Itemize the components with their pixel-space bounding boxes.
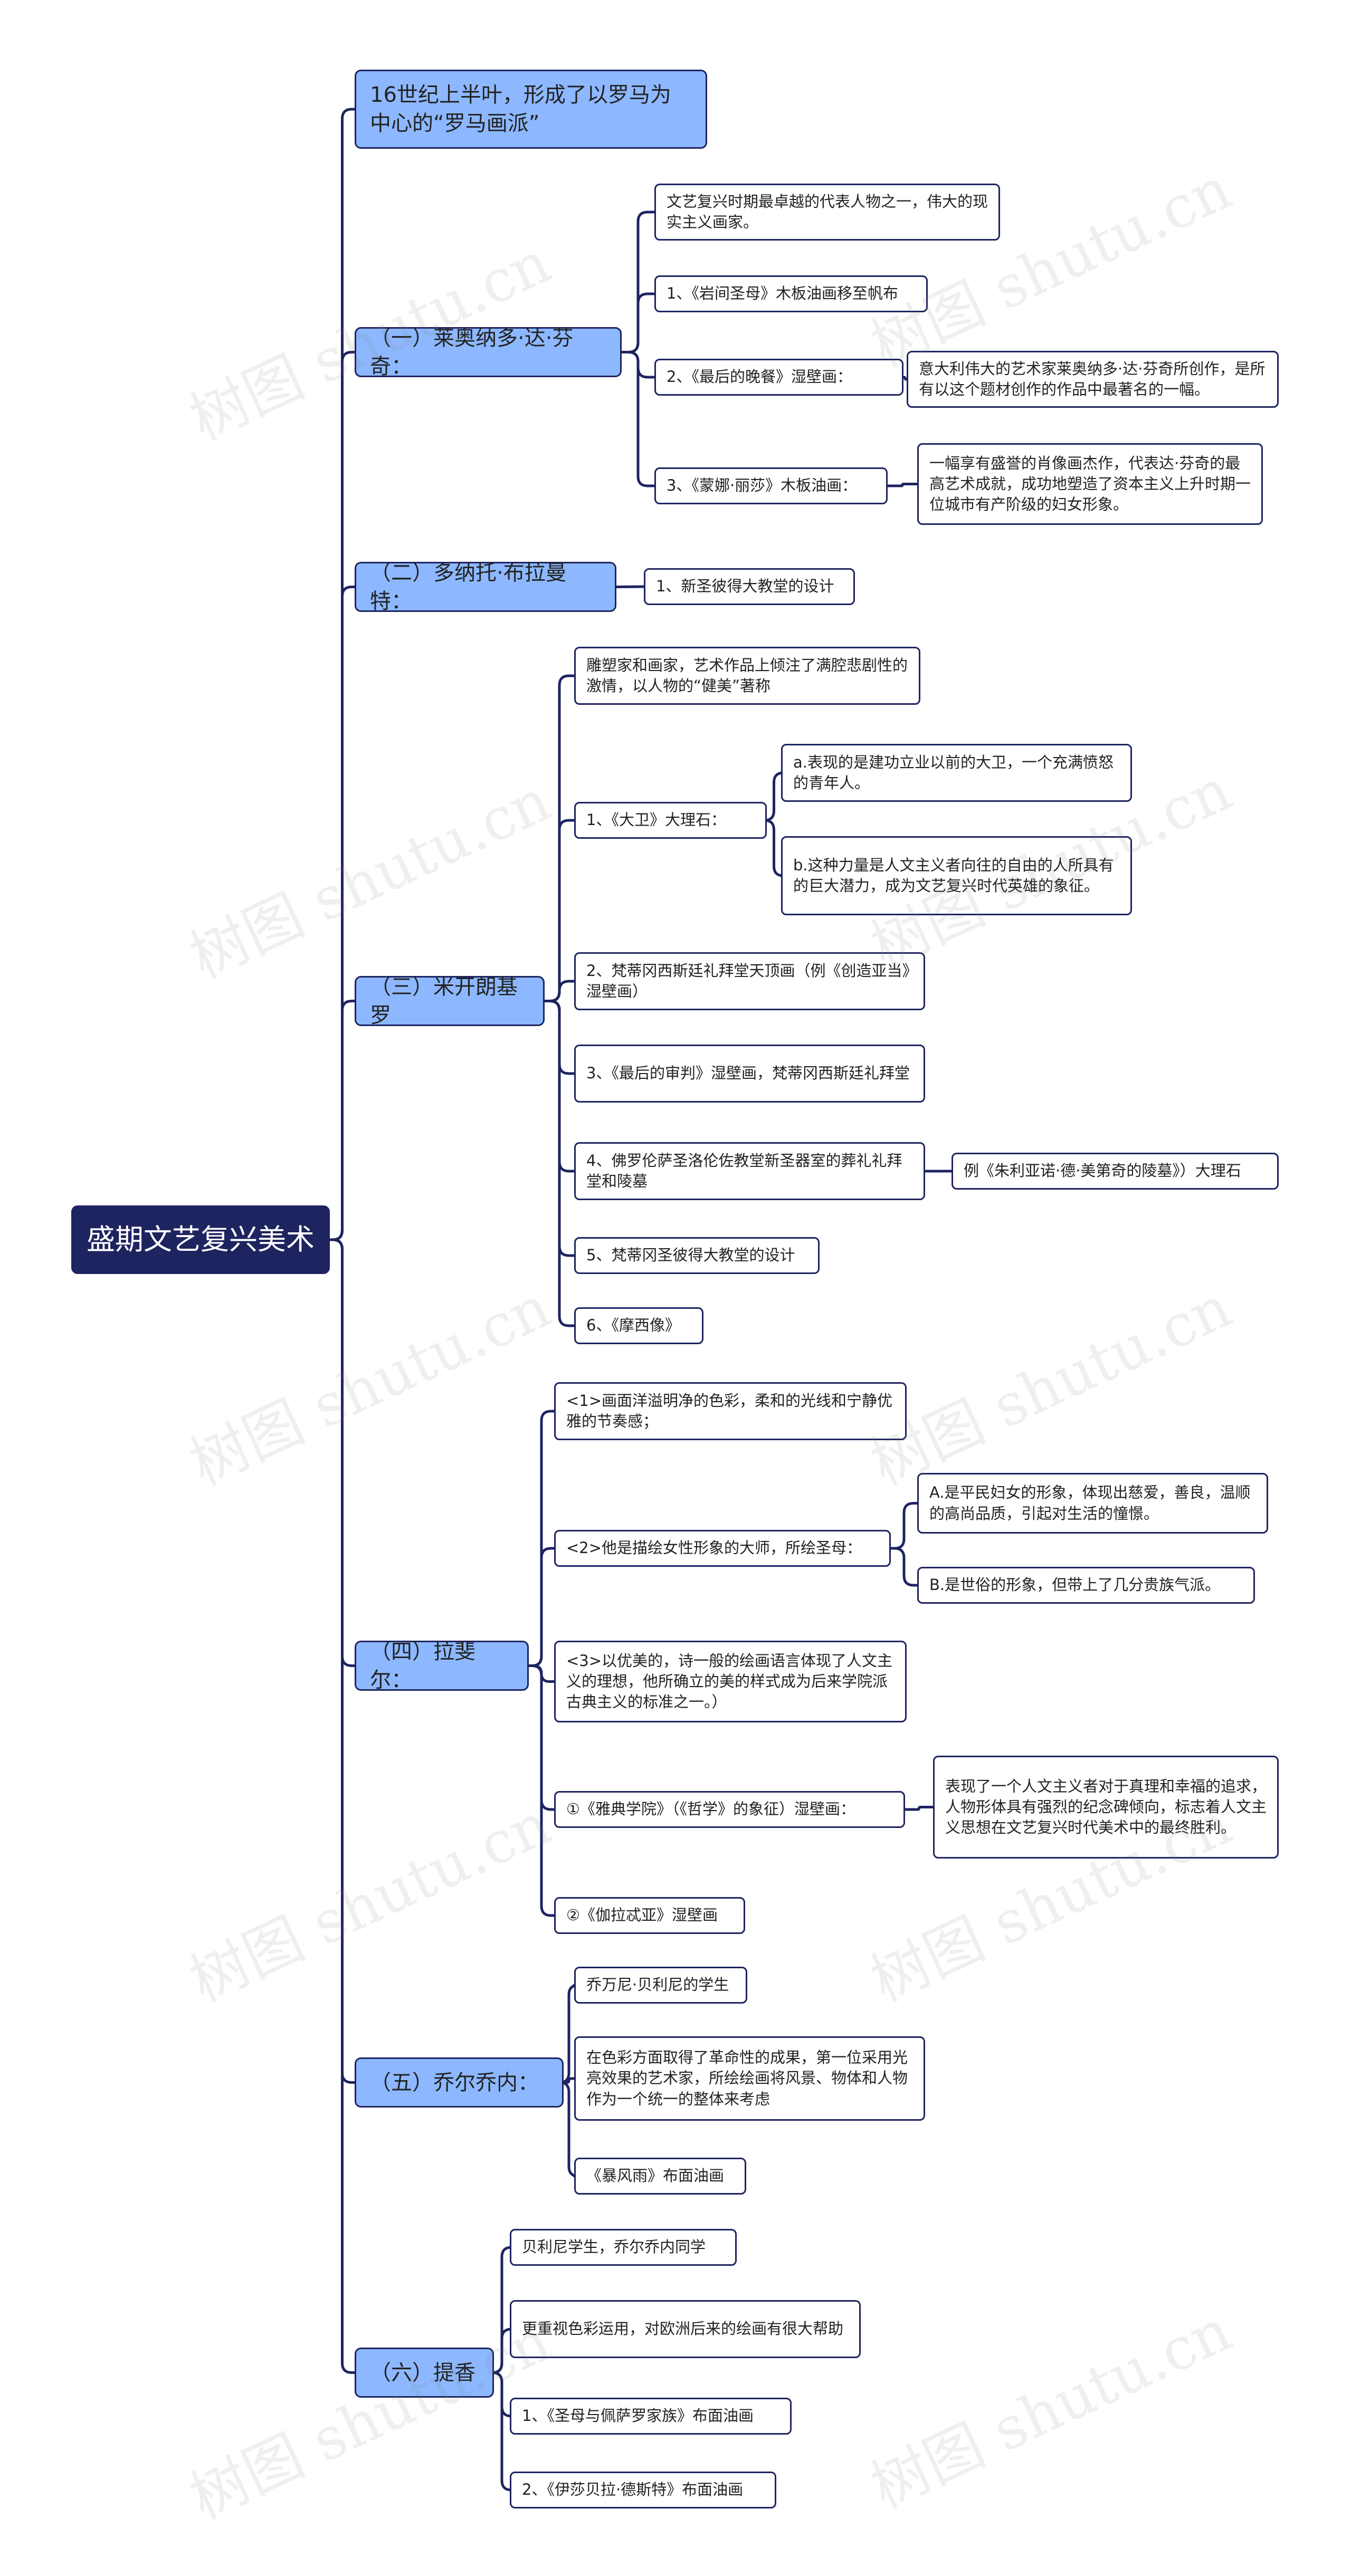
node-titian-teacher[interactable]: 贝利尼学生，乔尔乔内同学 <box>510 2229 737 2266</box>
node-mona-lisa-desc[interactable]: 一幅享有盛誉的肖像画杰作，代表达·芬奇的最高艺术成就，成功地塑造了资本主义上升时… <box>917 443 1263 525</box>
connector-line <box>902 376 908 381</box>
node-last-supper[interactable]: 2、《最后的晚餐》湿壁画： <box>654 359 903 396</box>
node-isabella-deste[interactable]: 2、《伊莎贝拉·德斯特》布面油画 <box>510 2472 776 2508</box>
node-sistine-ceiling[interactable]: 2、梵蒂冈西斯廷礼拜堂天顶画（例《创造亚当》湿壁画） <box>574 952 925 1010</box>
connector-line <box>527 1664 556 1917</box>
connector-line <box>889 1502 919 1550</box>
connector-line <box>527 1547 556 1667</box>
node-michelangelo-intro[interactable]: 雕塑家和画家，艺术作品上倾注了满腔悲剧性的激情，以人物的“健美”著称 <box>574 647 920 705</box>
node-david[interactable]: 1、《大卫》大理石： <box>574 802 767 839</box>
node-raphael-madonna[interactable]: <2>他是描绘女性形象的大师，所绘圣母： <box>554 1530 891 1567</box>
branch-giorgione[interactable]: （五）乔尔乔内： <box>355 2057 564 2108</box>
branch-raphael[interactable]: （四）拉斐尔： <box>355 1640 529 1692</box>
node-titian-color[interactable]: 更重视色彩运用，对欧洲后来的绘画有很大帮助 <box>510 2300 861 2358</box>
node-galatea[interactable]: ②《伽拉忒亚》湿壁画 <box>554 1897 745 1934</box>
node-raphael-colors[interactable]: <1>画面洋溢明净的色彩，柔和的光线和宁静优雅的节奏感； <box>554 1382 907 1440</box>
connector-line <box>620 292 656 353</box>
node-virgin-of-the-rocks[interactable]: 1、《岩间圣母》木板油画移至帆布 <box>654 275 928 312</box>
node-david-b[interactable]: b.这种力量是人文主义者向往的自由的人所具有的巨大潜力，成为文艺复兴时代英雄的象… <box>781 836 1132 915</box>
node-medici-tomb[interactable]: 例《朱利亚诺·德·美第奇的陵墓》）大理石 <box>952 1153 1279 1190</box>
node-david-a[interactable]: a.表现的是建功立业以前的大卫，一个充满愤怒的青年人。 <box>781 744 1132 802</box>
node-pesaro-madonna[interactable]: 1、《圣母与佩萨罗家族》布面油画 <box>510 2398 792 2435</box>
node-bellini-student[interactable]: 乔万尼·贝利尼的学生 <box>574 1967 747 2004</box>
branch-bramante[interactable]: （二）多纳托·布拉曼特： <box>355 561 616 614</box>
connector-line <box>620 351 656 487</box>
node-last-supper-desc[interactable]: 意大利伟大的艺术家莱奥纳多·达·芬奇所创作，是所有以这个题材创作的作品中最著名的… <box>907 351 1279 408</box>
connector-line <box>889 1547 919 1587</box>
node-tempest[interactable]: 《暴风雨》布面油画 <box>574 2158 746 2195</box>
node-color-revolution[interactable]: 在色彩方面取得了革命性的成果，第一位采用光亮效果的艺术家，所绘绘画将风景、物体和… <box>574 2036 925 2121</box>
connector-line <box>543 819 576 1002</box>
root-topic[interactable]: 盛期文艺复兴美术 <box>71 1205 330 1274</box>
branch-rome-school[interactable]: 16世纪上半叶，形成了以罗马为中心的“罗马画派” <box>355 70 707 149</box>
node-madonna-b[interactable]: B.是世俗的形象，但带上了几分贵族气派。 <box>917 1567 1255 1604</box>
connector-line <box>492 2328 512 2374</box>
connector-line <box>328 1000 356 1241</box>
node-medici-chapel[interactable]: 4、佛罗伦萨圣洛伦佐教堂新圣器室的葬礼礼拜堂和陵墓 <box>574 1142 925 1200</box>
node-moses[interactable]: 6、《摩西像》 <box>574 1307 703 1344</box>
node-last-judgment[interactable]: 3、《最后的审判》湿壁画，梵蒂冈西斯廷礼拜堂 <box>574 1045 925 1103</box>
connector-line <box>764 819 784 877</box>
node-raphael-ideal[interactable]: <3>以优美的，诗一般的绘画语言体现了人文主义的理想，他所确立的美的样式成为后来… <box>554 1641 907 1722</box>
node-st-peters-michelangelo[interactable]: 5、梵蒂冈圣彼得大教堂的设计 <box>574 1237 820 1274</box>
connector-line <box>562 2077 576 2084</box>
node-school-of-athens[interactable]: ①《雅典学院》（《哲学》的象征）湿壁画： <box>554 1791 905 1828</box>
branch-michelangelo[interactable]: （三）米开朗基罗 <box>355 975 545 1028</box>
node-st-peters-design[interactable]: 1、新圣彼得大教堂的设计 <box>644 568 855 605</box>
branch-leonardo[interactable]: （一）莱奥纳多·达·芬奇： <box>355 326 622 379</box>
connector-line <box>543 1000 576 1327</box>
connector-line <box>492 2371 512 2492</box>
node-madonna-a[interactable]: A.是平民妇女的形象，体现出慈爱，善良，温顺的高尚品质，引起对生活的憧憬。 <box>917 1473 1268 1534</box>
connector-line <box>886 483 919 487</box>
connector-line <box>903 1806 935 1811</box>
connector-line <box>328 1238 356 2374</box>
node-mona-lisa[interactable]: 3、《蒙娜·丽莎》木板油画： <box>654 467 888 504</box>
branch-titian[interactable]: （六）提香 <box>355 2348 494 2398</box>
node-school-of-athens-desc[interactable]: 表现了一个人文主义者对于真理和幸福的追求，人物形体具有强烈的纪念碑倾向，标志着人… <box>933 1756 1279 1859</box>
node-leonardo-intro[interactable]: 文艺复兴时期最卓越的代表人物之一，伟大的现实主义画家。 <box>654 184 1000 241</box>
